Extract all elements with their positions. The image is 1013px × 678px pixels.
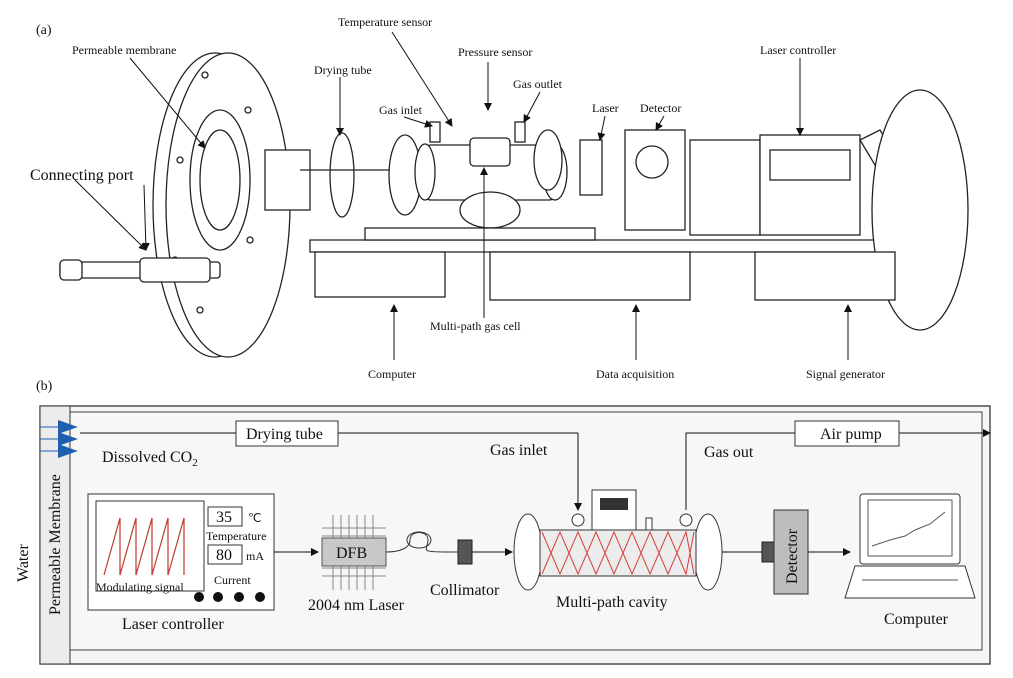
gas-inlet-label: Gas inlet bbox=[490, 442, 548, 459]
detector-box bbox=[624, 129, 686, 231]
laser-2004-label: 2004 nm Laser bbox=[308, 597, 405, 614]
membrane-label: Permeable Membrane bbox=[47, 474, 64, 615]
label-computer-a: Computer bbox=[368, 367, 416, 381]
water-label: Water bbox=[15, 544, 32, 582]
modulating-signal-screen bbox=[95, 500, 205, 592]
collimator bbox=[457, 539, 473, 565]
fiber-coil bbox=[385, 531, 458, 553]
drying-tube-box bbox=[235, 420, 339, 447]
computer-module bbox=[314, 251, 446, 298]
signal-generator-module bbox=[754, 251, 896, 301]
detector-label-b: Detector bbox=[784, 528, 801, 584]
label-gas-inlet: Gas inlet bbox=[379, 103, 423, 117]
detector-window bbox=[761, 541, 775, 563]
pressure-sensor-block bbox=[469, 137, 511, 167]
current-label: Current bbox=[214, 573, 251, 587]
leader-lines-a bbox=[74, 31, 852, 360]
label-permeable-membrane: Permeable membrane bbox=[72, 43, 176, 57]
label-data-acquisition: Data acquisition bbox=[596, 367, 674, 381]
membrane-arrows bbox=[40, 420, 78, 458]
sawtooth-wave bbox=[103, 517, 185, 576]
computer-label-b: Computer bbox=[884, 611, 949, 628]
dfb-laser bbox=[321, 515, 387, 590]
label-detector: Detector bbox=[640, 101, 681, 115]
base-plate bbox=[309, 239, 956, 253]
multi-path-cavity-label: Multi-path cavity bbox=[556, 594, 668, 611]
panel-a-tag: (a) bbox=[36, 23, 52, 38]
temp-value: 35 bbox=[216, 509, 232, 526]
label-signal-generator: Signal generator bbox=[806, 367, 885, 381]
right-end-disk bbox=[871, 89, 969, 331]
gas-out-label: Gas out bbox=[704, 444, 754, 461]
label-connecting-port: Connecting port bbox=[30, 167, 134, 184]
daq-module bbox=[489, 251, 691, 301]
air-pump-label: Air pump bbox=[820, 426, 882, 443]
computer-icon bbox=[844, 493, 976, 599]
air-pump-box bbox=[794, 420, 900, 447]
label-temperature-sensor: Temperature sensor bbox=[338, 15, 432, 29]
multi-path-cavity bbox=[513, 489, 723, 591]
current-unit: mA bbox=[246, 549, 264, 563]
drying-tube-label: Drying tube bbox=[246, 426, 323, 443]
label-multi-path-gas-cell: Multi-path gas cell bbox=[430, 319, 521, 333]
modulating-signal-label: Modulating signal bbox=[96, 580, 184, 594]
drying-tube-disk bbox=[329, 132, 355, 218]
laser-controller-label: Laser controller bbox=[122, 616, 224, 633]
label-laser: Laser bbox=[592, 101, 619, 115]
label-gas-outlet: Gas outlet bbox=[513, 77, 563, 91]
dfb-label: DFB bbox=[336, 545, 367, 562]
collimator-label: Collimator bbox=[430, 582, 500, 599]
electronics-board bbox=[689, 139, 761, 236]
temperature-label: Temperature bbox=[206, 529, 266, 543]
label-laser-controller: Laser controller bbox=[760, 43, 836, 57]
instrument-drawing bbox=[59, 52, 969, 358]
dissolved-label: Dissolved CO2 bbox=[102, 449, 198, 469]
panel-b-tag: (b) bbox=[36, 379, 53, 394]
temp-unit: ℃ bbox=[248, 511, 261, 525]
label-drying-tube: Drying tube bbox=[314, 63, 372, 77]
label-pressure-sensor: Pressure sensor bbox=[458, 45, 532, 59]
current-value: 80 bbox=[216, 547, 232, 564]
